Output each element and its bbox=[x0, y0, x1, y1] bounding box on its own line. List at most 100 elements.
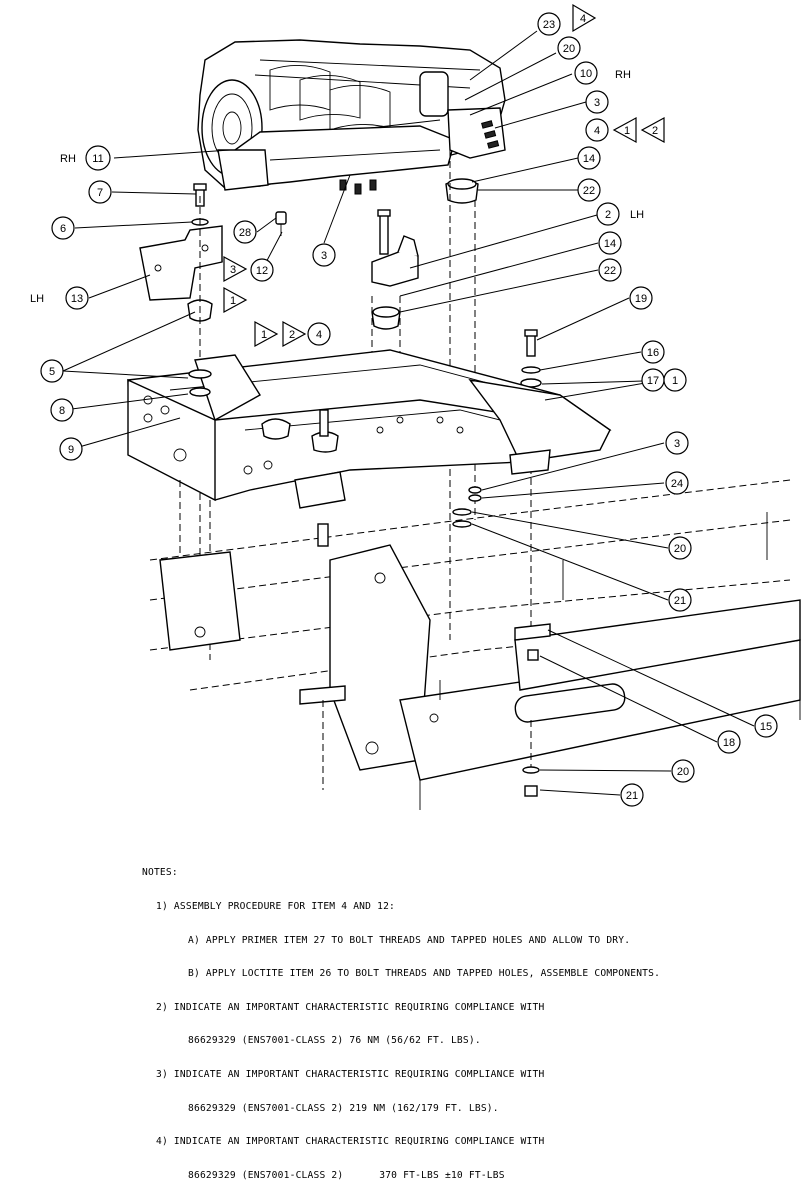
svg-text:11: 11 bbox=[92, 153, 103, 165]
svg-text:3: 3 bbox=[674, 438, 680, 450]
engine-assembly bbox=[197, 39, 506, 195]
svg-text:15: 15 bbox=[760, 721, 772, 733]
callout-1: 1 bbox=[663, 368, 687, 392]
note-3: 3) INDICATE AN IMPORTANT CHARACTERISTIC … bbox=[156, 1069, 545, 1081]
note-1a: A) APPLY PRIMER ITEM 27 TO BOLT THREADS … bbox=[188, 934, 631, 946]
svg-text:22: 22 bbox=[604, 265, 616, 277]
note-triangle-2-top: 2 bbox=[640, 116, 665, 144]
svg-text:14: 14 bbox=[583, 153, 595, 165]
callout-22-lower: 22 bbox=[598, 258, 622, 282]
callout-14-upper: 14 bbox=[577, 146, 601, 170]
callout-28: 28 bbox=[233, 220, 257, 244]
callout-2: 2 bbox=[596, 202, 620, 226]
callout-17: 17 bbox=[641, 368, 665, 392]
callout-18: 18 bbox=[717, 730, 741, 754]
note-2-detail: 86629329 (ENS7001-CLASS 2) 76 NM (56/62 … bbox=[188, 1035, 481, 1047]
note-triangle-4-top: 4 bbox=[572, 3, 597, 33]
note-triangle-1-middle: 1 bbox=[254, 320, 279, 348]
svg-text:4: 4 bbox=[594, 125, 600, 137]
svg-text:19: 19 bbox=[635, 293, 647, 305]
callout-4-top: 4 bbox=[585, 118, 609, 142]
assembly-notes: NOTES: 1) ASSEMBLY PROCEDURE FOR ITEM 4 … bbox=[142, 845, 782, 1192]
label-lh-right: LH bbox=[630, 209, 644, 221]
svg-text:6: 6 bbox=[60, 223, 66, 235]
callout-3-middle: 3 bbox=[312, 243, 336, 267]
note-triangle-2-middle: 2 bbox=[282, 320, 307, 348]
notes-heading: NOTES: bbox=[142, 867, 178, 879]
callout-21-bottom: 21 bbox=[620, 783, 644, 807]
svg-text:20: 20 bbox=[563, 43, 575, 55]
note-3-detail: 86629329 (ENS7001-CLASS 2) 219 NM (162/1… bbox=[188, 1102, 499, 1114]
callout-13: 13 bbox=[65, 286, 89, 310]
svg-text:7: 7 bbox=[97, 187, 103, 199]
svg-text:13: 13 bbox=[71, 293, 83, 305]
callout-9: 9 bbox=[59, 437, 83, 461]
callout-7: 7 bbox=[88, 180, 112, 204]
label-rh-left: RH bbox=[60, 153, 76, 165]
callout-14-lower: 14 bbox=[598, 231, 622, 255]
callout-3-top: 3 bbox=[585, 90, 609, 114]
svg-text:2: 2 bbox=[289, 329, 295, 341]
callout-20-top: 20 bbox=[557, 36, 581, 60]
callout-11: 11 bbox=[85, 145, 111, 171]
note-1: 1) ASSEMBLY PROCEDURE FOR ITEM 4 AND 12: bbox=[156, 901, 396, 913]
svg-text:10: 10 bbox=[580, 68, 592, 80]
right-mount-hardware bbox=[371, 150, 542, 640]
callout-12: 12 bbox=[250, 258, 274, 282]
svg-text:1: 1 bbox=[261, 329, 267, 341]
svg-text:1: 1 bbox=[624, 125, 630, 137]
engine-cradle-frame bbox=[127, 349, 612, 660]
callout-19: 19 bbox=[629, 286, 653, 310]
note-4-detail: 86629329 (ENS7001-CLASS 2) 370 FT-LBS ±1… bbox=[188, 1169, 505, 1181]
note-triangle-1-top: 1 bbox=[612, 116, 637, 144]
callout-8: 8 bbox=[50, 398, 74, 422]
callout-20-middle: 20 bbox=[668, 536, 692, 560]
svg-text:5: 5 bbox=[49, 366, 55, 378]
svg-text:12: 12 bbox=[256, 265, 268, 277]
svg-text:17: 17 bbox=[647, 375, 659, 387]
svg-text:21: 21 bbox=[674, 595, 686, 607]
svg-text:28: 28 bbox=[239, 227, 251, 239]
svg-text:23: 23 bbox=[543, 19, 555, 31]
svg-text:21: 21 bbox=[626, 790, 638, 802]
side-labels: RH RH LH LH bbox=[30, 69, 644, 305]
vehicle-chassis bbox=[149, 479, 801, 810]
callout-22-upper: 22 bbox=[577, 178, 601, 202]
note-triangle-3: 3 bbox=[223, 255, 248, 283]
callout-4-middle: 4 bbox=[307, 322, 331, 346]
label-lh-left: LH bbox=[30, 293, 44, 305]
svg-text:18: 18 bbox=[723, 737, 735, 749]
svg-text:14: 14 bbox=[604, 238, 616, 250]
note-2: 2) INDICATE AN IMPORTANT CHARACTERISTIC … bbox=[156, 1001, 545, 1013]
svg-text:3: 3 bbox=[321, 250, 327, 262]
note-1b: B) APPLY LOCTITE ITEM 26 TO BOLT THREADS… bbox=[188, 968, 661, 980]
svg-text:20: 20 bbox=[674, 543, 686, 555]
exploded-parts-diagram: 23 20 10 3 4 11 14 7 22 6 28 3 2 12 14 1… bbox=[30, 3, 801, 810]
note-triangle-1-left: 1 bbox=[223, 286, 248, 314]
svg-text:9: 9 bbox=[68, 444, 74, 456]
svg-text:1: 1 bbox=[230, 295, 236, 307]
note-4: 4) INDICATE AN IMPORTANT CHARACTERISTIC … bbox=[156, 1136, 545, 1148]
svg-text:4: 4 bbox=[316, 329, 322, 341]
svg-text:3: 3 bbox=[230, 264, 236, 276]
label-rh-top: RH bbox=[615, 69, 631, 81]
callout-24: 24 bbox=[665, 471, 689, 495]
callout-5: 5 bbox=[40, 359, 64, 383]
svg-text:22: 22 bbox=[583, 185, 595, 197]
callout-20-bottom: 20 bbox=[671, 759, 695, 783]
callout-16: 16 bbox=[641, 340, 665, 364]
svg-text:4: 4 bbox=[580, 13, 586, 25]
svg-text:16: 16 bbox=[647, 347, 659, 359]
callout-15: 15 bbox=[754, 714, 778, 738]
callout-23: 23 bbox=[537, 12, 561, 36]
svg-text:24: 24 bbox=[671, 478, 683, 490]
callout-3-lower: 3 bbox=[665, 431, 689, 455]
callout-6: 6 bbox=[51, 216, 75, 240]
svg-text:2: 2 bbox=[605, 209, 611, 221]
svg-text:20: 20 bbox=[677, 766, 689, 778]
svg-text:1: 1 bbox=[672, 375, 678, 387]
svg-text:3: 3 bbox=[594, 97, 600, 109]
callout-10: 10 bbox=[574, 61, 598, 85]
svg-text:8: 8 bbox=[59, 405, 65, 417]
callout-21-middle: 21 bbox=[668, 588, 692, 612]
